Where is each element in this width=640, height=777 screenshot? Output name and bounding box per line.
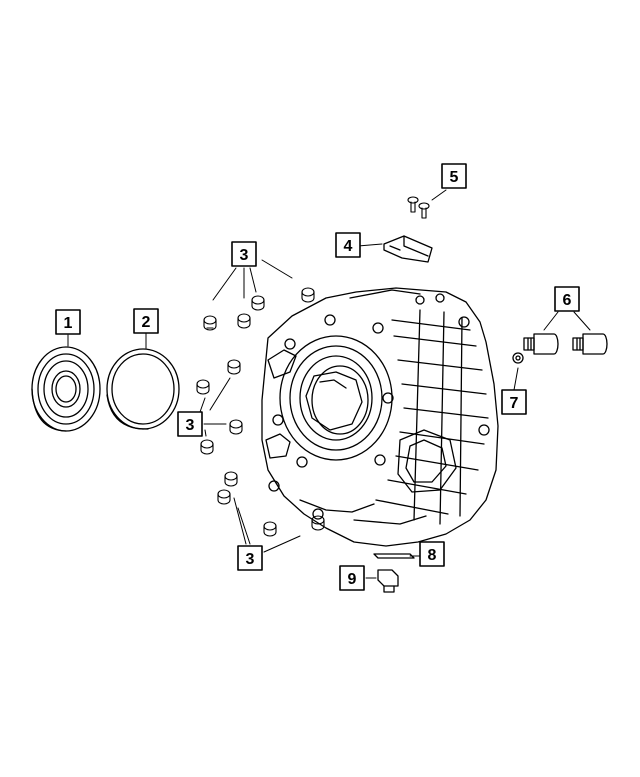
callout-7-box xyxy=(501,389,527,415)
callout-5-box xyxy=(441,163,467,189)
callout-6-label: 6 xyxy=(563,292,572,309)
callout-3a-box xyxy=(231,241,257,267)
callout-5-label: 5 xyxy=(450,169,459,186)
seal-part xyxy=(31,346,101,432)
callout-1-box xyxy=(55,309,81,335)
leader-lines xyxy=(67,189,591,579)
bolt-group xyxy=(196,287,325,537)
callout-2-label: 2 xyxy=(142,314,151,331)
gasket-part xyxy=(373,553,415,559)
callout-boxes xyxy=(55,163,580,591)
callout-9-label: 9 xyxy=(348,571,357,588)
callout-3b-label: 3 xyxy=(186,417,195,434)
callout-4-box xyxy=(335,232,361,258)
callout-3a-label: 3 xyxy=(240,247,249,264)
callout-3c-box xyxy=(237,545,263,571)
sensor-part xyxy=(383,235,433,263)
drain-plug-part xyxy=(377,569,399,593)
callout-8-label: 8 xyxy=(428,547,437,564)
callout-9-box xyxy=(339,565,365,591)
callout-labels: 1 2 3 3 3 4 5 6 7 8 9 xyxy=(64,169,572,588)
vent-part xyxy=(512,352,524,364)
callout-3b-box xyxy=(177,411,203,437)
callout-2-box xyxy=(133,308,159,334)
housing-part xyxy=(261,287,499,547)
screw-part xyxy=(407,196,430,219)
callout-7-label: 7 xyxy=(510,395,519,412)
plug-part xyxy=(523,333,608,355)
snap-ring-part xyxy=(106,348,180,430)
callout-1-label: 1 xyxy=(64,315,73,332)
callout-3c-label: 3 xyxy=(246,551,255,568)
callout-6-box xyxy=(554,286,580,312)
callout-4-label: 4 xyxy=(344,238,353,255)
callout-8-box xyxy=(419,541,445,567)
